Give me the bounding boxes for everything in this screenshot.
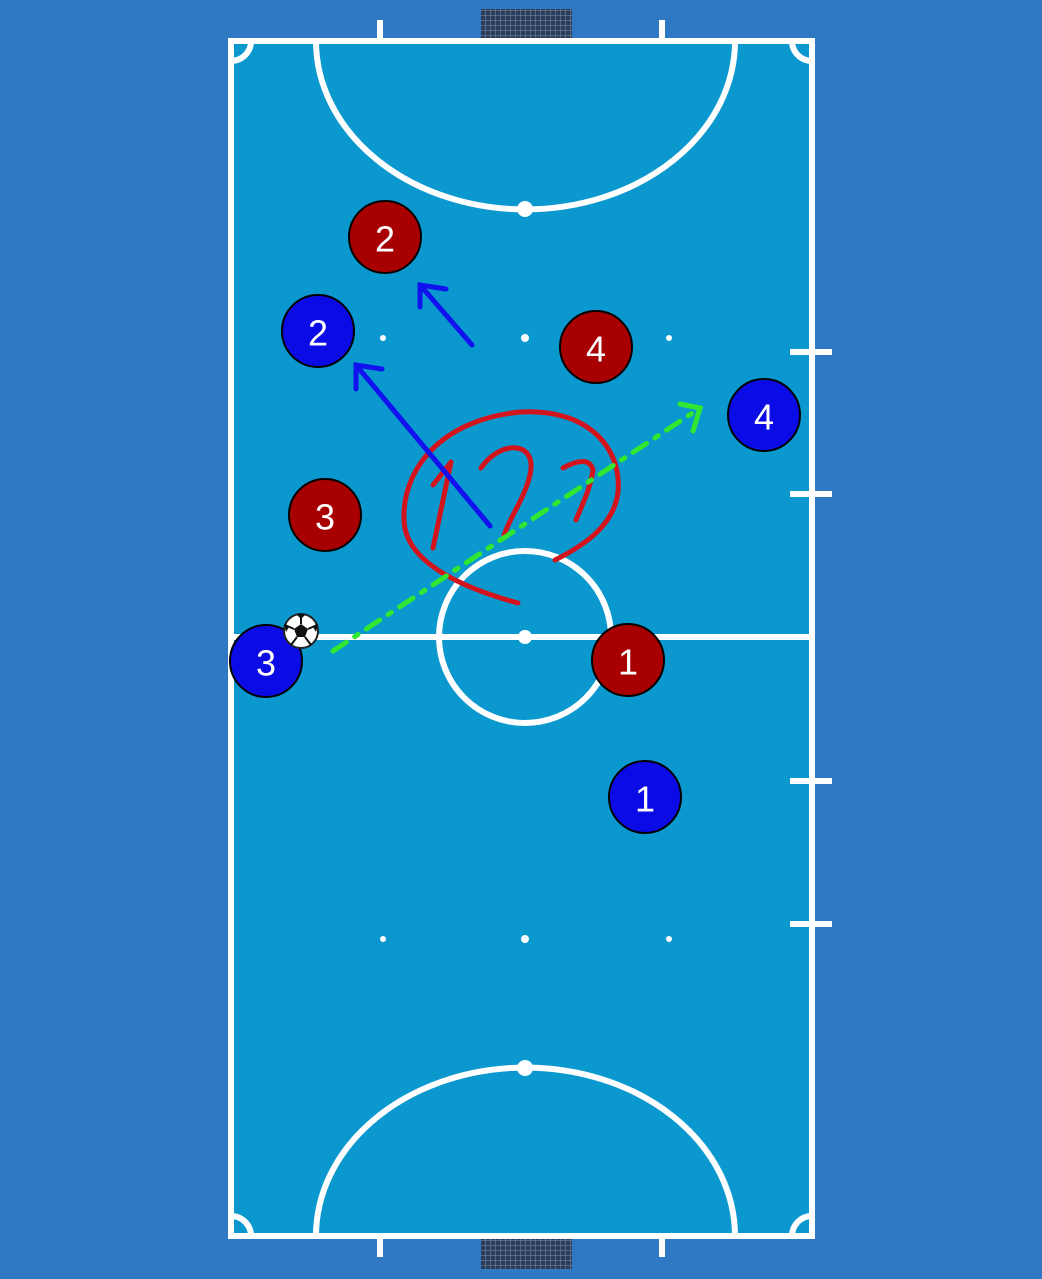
run-arrow-red2	[417, 282, 475, 348]
annotation-digit-1	[560, 459, 596, 523]
player-blue-4[interactable]: 4	[727, 378, 801, 452]
player-number: 1	[635, 779, 655, 820]
corner-arc	[789, 40, 813, 64]
annotation-digit-2	[478, 445, 534, 539]
corner-arc	[230, 1213, 254, 1237]
player-red-2[interactable]: 2	[348, 200, 422, 274]
annotation-digit-1	[430, 459, 454, 551]
player-blue-3[interactable]: 3	[229, 624, 303, 698]
ball-icon[interactable]	[283, 613, 319, 649]
player-number: 3	[315, 497, 335, 538]
player-number: 1	[618, 642, 638, 683]
run-arrow-blue2	[353, 362, 493, 529]
player-number: 4	[754, 397, 774, 438]
player-number: 2	[308, 313, 328, 354]
player-blue-2[interactable]: 2	[281, 294, 355, 368]
player-red-1[interactable]: 1	[591, 623, 665, 697]
arrowhead-icon	[677, 401, 704, 434]
pass-line	[330, 401, 704, 654]
arrowhead-icon	[353, 362, 385, 392]
player-number: 2	[375, 219, 395, 260]
annotation-circle	[401, 409, 621, 606]
corner-arc	[789, 1213, 813, 1237]
annotation-scribble	[401, 409, 621, 606]
court-spots	[380, 201, 672, 1076]
player-blue-1[interactable]: 1	[608, 760, 682, 834]
run-arrows	[353, 282, 493, 529]
player-red-3[interactable]: 3	[288, 478, 362, 552]
corner-arc	[230, 40, 254, 64]
player-number: 3	[256, 643, 276, 684]
player-number: 4	[586, 329, 606, 370]
player-red-4[interactable]: 4	[559, 310, 633, 384]
arrowhead-icon	[417, 282, 449, 310]
